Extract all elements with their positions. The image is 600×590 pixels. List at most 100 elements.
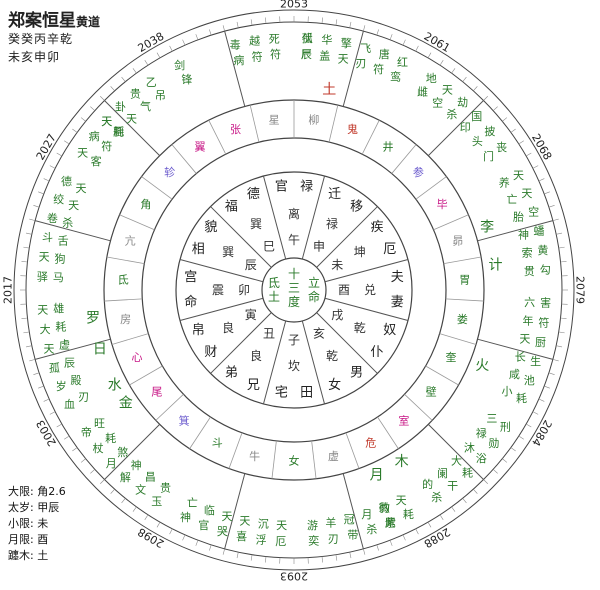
degree-tick (544, 191, 550, 195)
outer-star: 辰 (64, 356, 75, 369)
outer-star: 虚 (59, 339, 70, 352)
outer-star: 阑 (437, 466, 448, 480)
degree-tick (182, 39, 186, 46)
outer-star: 大 (40, 322, 51, 336)
outer-star: 天 (101, 115, 112, 128)
degree-tick (49, 411, 56, 415)
degree-tick (110, 488, 115, 494)
degree-tick (156, 521, 161, 528)
mansion-name: 奎 (446, 350, 457, 364)
degree-tick (525, 152, 532, 157)
degree-tick (439, 60, 444, 66)
palace-divider (301, 320, 326, 405)
house-trigram: 兑 (364, 283, 376, 297)
mansion-name: 胃 (459, 274, 470, 287)
house-palace: 迁 (328, 187, 341, 202)
center-ring (261, 257, 327, 323)
outer-star: 天 (37, 303, 48, 316)
mansion-name: 氐 (118, 274, 129, 287)
degree-tick (502, 117, 508, 122)
outer-star: 天 (39, 251, 50, 264)
center-life: 立 (308, 275, 320, 290)
degree-tick (518, 140, 524, 145)
outer-star: 刃 (328, 532, 339, 545)
outer-star: 伏 (302, 31, 313, 45)
degree-tick (209, 544, 212, 551)
outer-star: 绞 (53, 192, 64, 206)
house-divider (477, 338, 553, 360)
degree-tick (558, 246, 565, 249)
outer-star: 红 (397, 56, 408, 69)
outer-star: 杀 (431, 490, 442, 504)
degree-tick (556, 345, 563, 348)
degree-tick (483, 479, 488, 484)
house-stem: 卯 (238, 283, 250, 297)
planet-glyph: 土 (322, 82, 336, 98)
outer-star: 耗 (55, 320, 66, 333)
house-branch: 禄 (300, 179, 313, 194)
palace-divider (210, 312, 272, 374)
palace-divider (324, 258, 409, 283)
outer-star: 勾 (540, 264, 551, 277)
outer-star: 小 (502, 385, 513, 398)
degree-tick (29, 218, 36, 221)
degree-tick (321, 556, 323, 563)
outer-star: 贯 (524, 265, 535, 278)
degree-tick (250, 554, 253, 561)
house-palace: 命 (184, 294, 197, 310)
house-stem: 巳 (263, 240, 275, 254)
mansion-name: 房 (120, 313, 131, 326)
outer-star: 亡 (507, 192, 518, 206)
center-degree: 度 (288, 294, 300, 309)
degree-tick (415, 45, 419, 52)
outer-star: 紫 (385, 516, 396, 529)
degree-tick (121, 498, 126, 504)
outer-star: 临 (204, 503, 215, 517)
degree-tick (548, 205, 555, 208)
house-trigram: 坎 (288, 359, 300, 373)
outer-star: 血 (64, 397, 75, 411)
house-divider (342, 31, 364, 107)
degree-tick (90, 106, 96, 111)
palace-divider (179, 297, 264, 322)
degree-tick (510, 128, 516, 133)
outer-star: 羊 (325, 516, 336, 530)
house-stem: 辰 (245, 258, 257, 272)
mansion-divider (208, 120, 227, 155)
degree-tick (415, 528, 419, 535)
degree-tick (56, 423, 63, 428)
degree-tick (33, 205, 40, 208)
degree-tick (558, 331, 565, 334)
outer-star: 尸 (301, 48, 312, 61)
mansion-divider (141, 176, 173, 200)
outer-star: 刃 (78, 391, 89, 404)
degree-tick (222, 25, 225, 32)
degree-tick (363, 25, 366, 32)
mansion-name: 亢 (125, 233, 136, 247)
degree-tick (100, 479, 105, 484)
info-panel: 大限: 角2.6 太岁: 甲辰 小限: 未 月限: 酉 躔木: 土 (8, 484, 66, 564)
house-stem: 未 (331, 258, 343, 272)
degree-tick (265, 556, 267, 563)
info-row: 月限: 酉 (8, 533, 49, 546)
house-divider (35, 338, 111, 360)
degree-tick (25, 345, 32, 348)
outer-star: 勋 (488, 436, 499, 450)
outer-star: 神 (180, 510, 191, 524)
outer-star: 旺 (94, 417, 105, 430)
outer-star: 天 (43, 342, 54, 355)
degree-tick (552, 218, 559, 221)
outer-star: 厄 (275, 535, 286, 548)
house-divider (342, 473, 364, 549)
degree-tick (492, 469, 498, 474)
planet-glyph: 火 (475, 358, 489, 374)
degree-tick (21, 261, 28, 263)
mansion-divider (171, 144, 197, 174)
palace-divider (262, 175, 287, 260)
house-divider (477, 220, 553, 242)
mansion-name: 星 (269, 114, 280, 127)
outer-star: 咸 (509, 368, 520, 381)
degree-tick (156, 52, 161, 59)
outer-star: 擎 (341, 36, 352, 50)
